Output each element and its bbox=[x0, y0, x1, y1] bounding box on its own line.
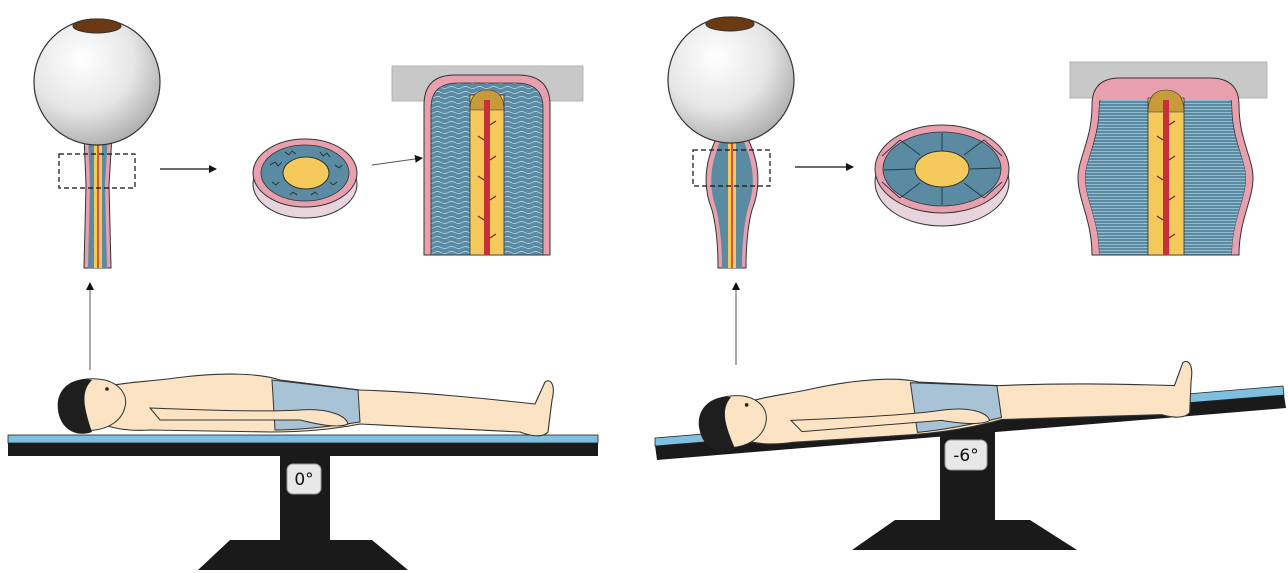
right-longitudinal-section bbox=[1070, 62, 1267, 255]
right-eyeball-globe bbox=[668, 17, 794, 143]
left-table-bed bbox=[8, 442, 598, 456]
left-iris bbox=[73, 19, 121, 33]
right-long-vessel bbox=[1163, 100, 1169, 255]
left-angle-label: 0° bbox=[294, 470, 313, 490]
left-long-vessel bbox=[484, 100, 490, 255]
right-eyeball bbox=[668, 17, 794, 268]
left-eyeball-globe bbox=[34, 19, 160, 145]
left-eyeball bbox=[34, 19, 160, 268]
left-patient-eye bbox=[105, 387, 109, 391]
right-angle-label: -6° bbox=[953, 446, 978, 466]
left-disc-nerve bbox=[283, 157, 329, 189]
right-cross-section bbox=[875, 125, 1009, 226]
left-patient bbox=[58, 374, 554, 436]
left-cross-section bbox=[253, 139, 357, 218]
left-arrow-2 bbox=[372, 158, 422, 165]
left-table: 0° bbox=[8, 435, 598, 570]
right-panel: -6° bbox=[655, 17, 1286, 550]
left-table-top bbox=[8, 435, 598, 443]
left-longitudinal-section bbox=[392, 66, 583, 255]
right-iris bbox=[706, 17, 754, 31]
right-disc-nerve bbox=[915, 151, 969, 187]
left-panel: 0° bbox=[8, 19, 598, 570]
